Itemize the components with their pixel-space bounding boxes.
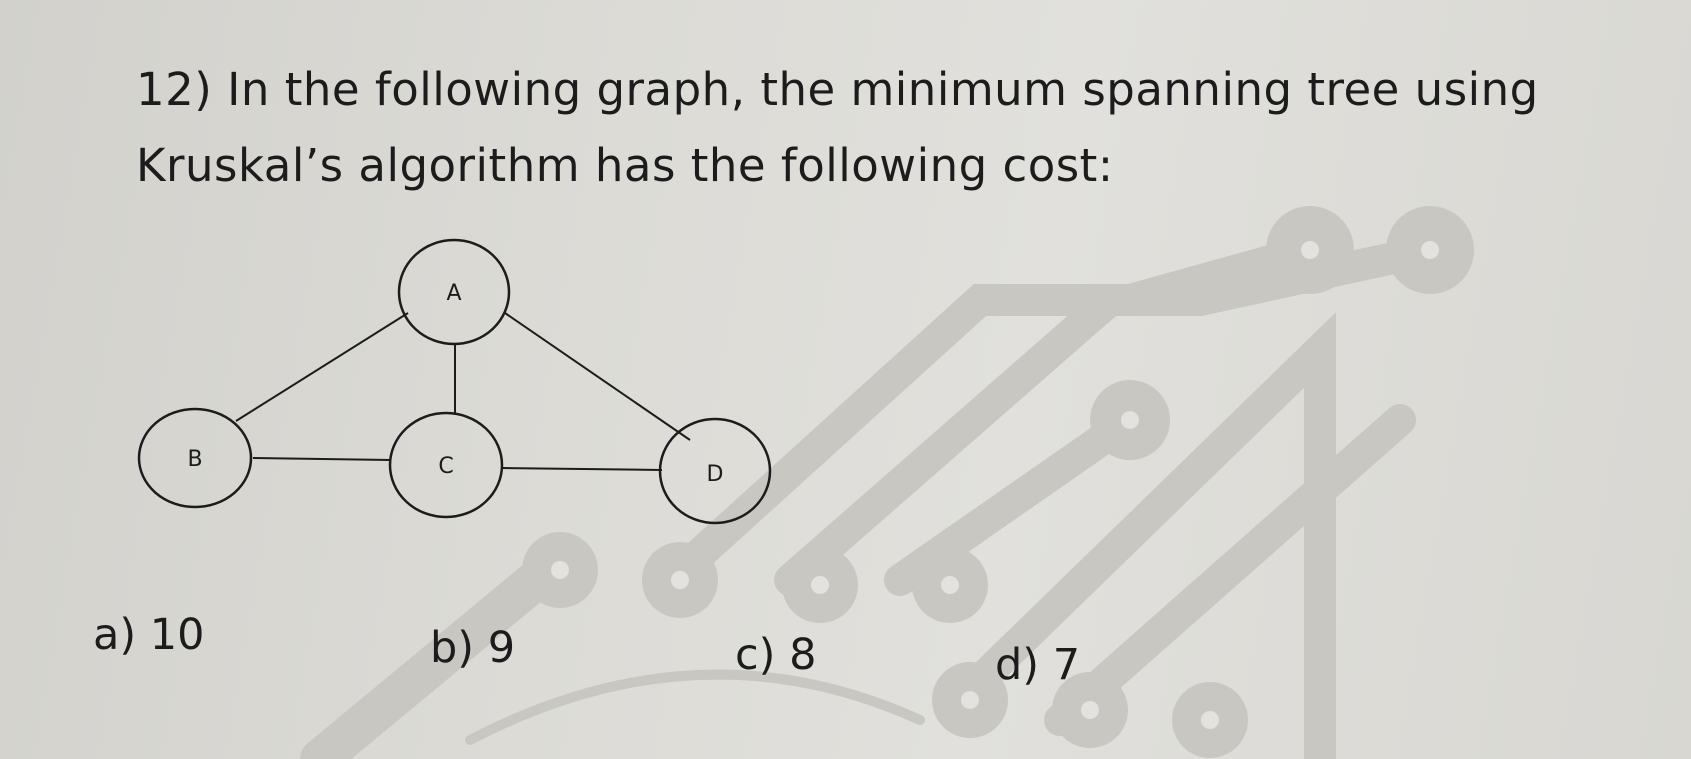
option-b[interactable]: b) 9 <box>430 623 516 673</box>
node-c-label: C <box>438 454 453 479</box>
node-d-circle <box>658 417 772 525</box>
edge-c-d <box>501 467 663 471</box>
node-b-circle <box>137 407 253 509</box>
edge-b-c <box>252 457 392 461</box>
node-a-circle <box>397 238 511 346</box>
option-a[interactable]: a) 10 <box>93 610 205 660</box>
node-a-label: A <box>446 281 461 306</box>
edge-a-d <box>504 312 691 441</box>
question-line-2: Kruskal’s algorithm has the following co… <box>136 139 1114 192</box>
edge-a-b <box>235 312 409 422</box>
question-text: 12) In the following graph, the minimum … <box>136 52 1656 204</box>
question-line-1: 12) In the following graph, the minimum … <box>136 63 1539 116</box>
option-c[interactable]: c) 8 <box>735 630 817 680</box>
option-d[interactable]: d) 7 <box>995 640 1081 690</box>
node-d-label: D <box>707 462 724 487</box>
node-c-circle <box>388 411 504 519</box>
node-b-label: B <box>187 447 202 472</box>
